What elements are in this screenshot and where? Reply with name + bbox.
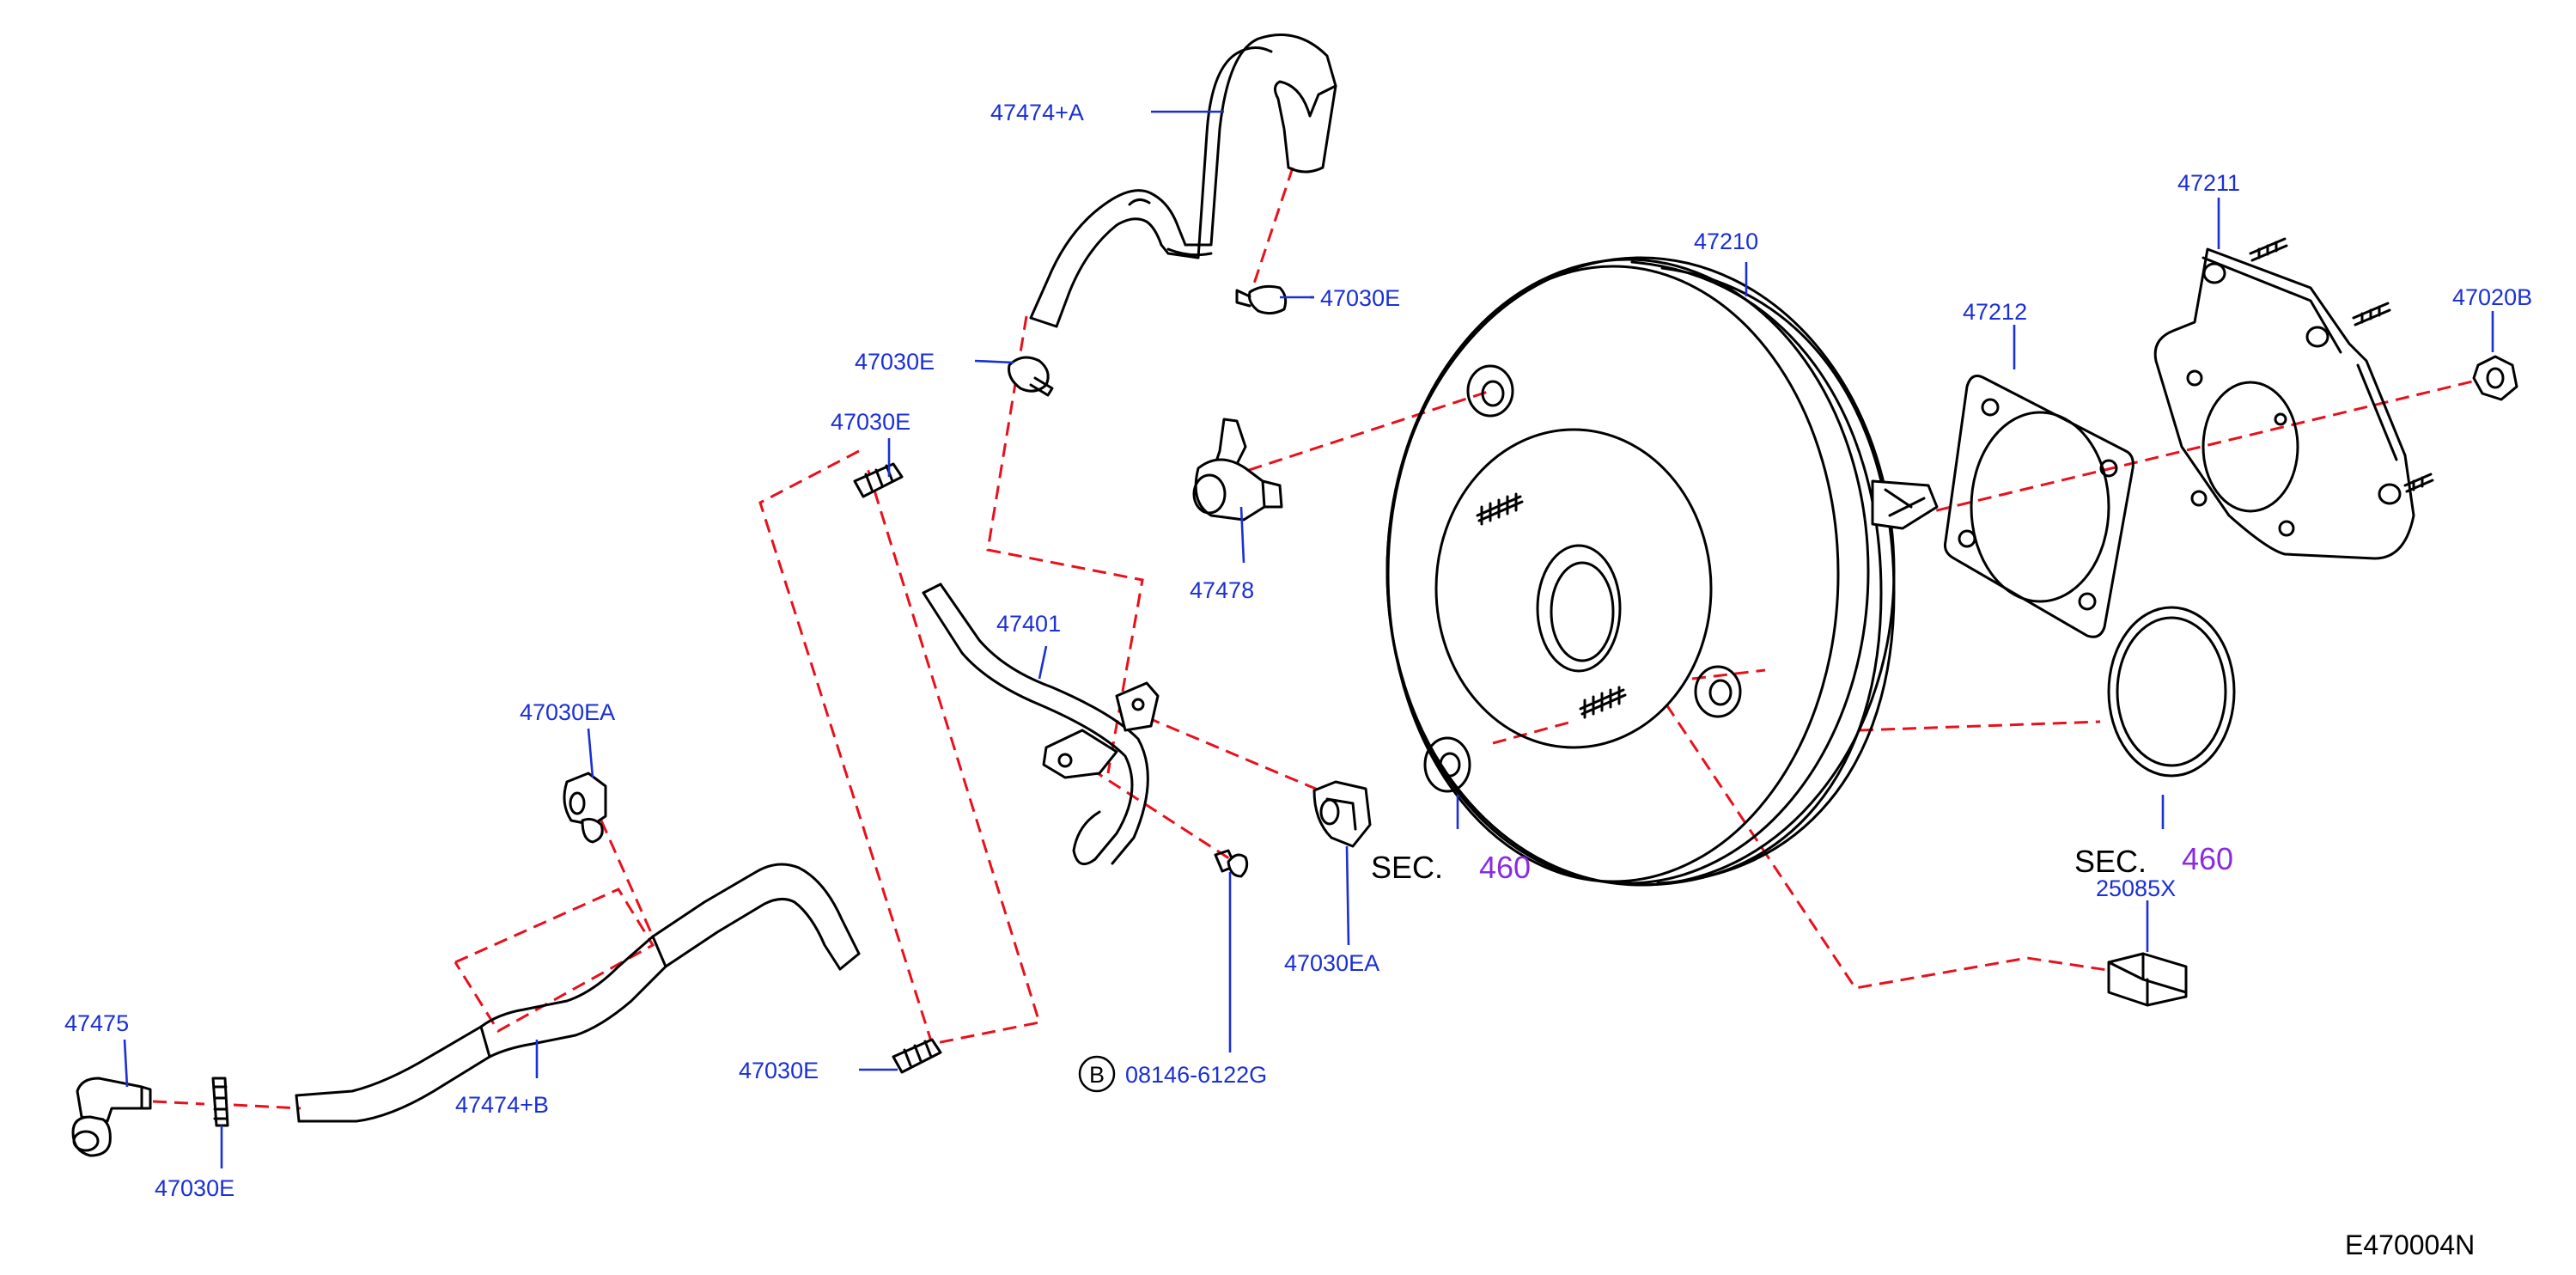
label-47030EA-lower: 47030EA xyxy=(1284,950,1379,976)
sec-number-right: 460 xyxy=(2182,841,2233,876)
label-47030E-mid: 47030E xyxy=(831,409,910,435)
vacuum-hose-47474A xyxy=(1029,34,1337,328)
o-ring-seal xyxy=(2107,606,2236,778)
grommet-washer-lower xyxy=(1423,736,1471,793)
section-reference-left: SEC. 460 xyxy=(1371,850,1531,885)
hose-clip-47030E-bottom-left xyxy=(211,1077,229,1127)
hose-connector-47030EA-left xyxy=(563,772,607,844)
bolt-callout-marker: B xyxy=(1078,1055,1116,1093)
booster-rod-bracket xyxy=(1871,479,1939,530)
part-labels: 47474+A 47030E 47030E 47030E 47478 47401… xyxy=(64,100,2532,1201)
diagram-code: E470004N xyxy=(2345,1229,2475,1260)
nut-47020B xyxy=(2472,355,2518,401)
hose-connector-47030EA-right xyxy=(1312,780,1372,848)
hose-clip-47030E-mid xyxy=(853,462,904,498)
sec-prefix-right: SEC. xyxy=(2074,844,2147,879)
label-47212: 47212 xyxy=(1963,299,2027,325)
label-47478: 47478 xyxy=(1190,577,1254,603)
grommet-washer-mid xyxy=(1694,665,1742,718)
label-47030E-lower: 47030E xyxy=(739,1058,819,1083)
sec-prefix-left: SEC. xyxy=(1371,850,1443,885)
bolt-marker-letter: B xyxy=(1089,1062,1105,1088)
vacuum-hose-47474B xyxy=(295,863,861,1123)
sec-number-left: 460 xyxy=(1479,850,1531,885)
bolt-08146 xyxy=(1214,849,1249,878)
booster-stud-lower xyxy=(1579,686,1627,719)
label-47030E-upper-left: 47030E xyxy=(855,349,935,375)
brake-booster xyxy=(1385,256,1939,887)
hose-clamp-upper-left xyxy=(1008,356,1054,397)
label-47211: 47211 xyxy=(2177,170,2240,196)
hose-clip-47030E-lower xyxy=(892,1038,942,1074)
label-47020B: 47020B xyxy=(2452,284,2532,310)
grommet-washer-upper xyxy=(1466,364,1514,418)
label-47474B: 47474+B xyxy=(455,1092,549,1118)
gasket-47212 xyxy=(1944,375,2134,638)
connector-25085X xyxy=(2107,952,2188,1007)
section-reference-right: SEC. 460 xyxy=(2074,841,2233,879)
label-47210: 47210 xyxy=(1694,229,1758,254)
label-25085X: 25085X xyxy=(2096,875,2176,901)
hose-elbow-47475 xyxy=(71,1077,152,1157)
label-47474A: 47474+A xyxy=(990,100,1084,125)
check-valve-47478 xyxy=(1192,418,1283,522)
label-47030EA-upper: 47030EA xyxy=(520,699,615,725)
booster-stud-upper xyxy=(1476,492,1524,526)
label-08146-6122G: 08146-6122G xyxy=(1125,1062,1267,1088)
label-47030E-bottom-left: 47030E xyxy=(155,1175,234,1201)
leader-lines xyxy=(123,110,2494,1168)
label-47401: 47401 xyxy=(996,611,1061,637)
label-47475: 47475 xyxy=(64,1010,129,1036)
hose-clamp-upper-right xyxy=(1235,284,1288,315)
mounting-plate-47211 xyxy=(2153,237,2434,560)
label-47030E-upper-right: 47030E xyxy=(1320,285,1400,311)
vacuum-tube-47401 xyxy=(922,583,1160,866)
